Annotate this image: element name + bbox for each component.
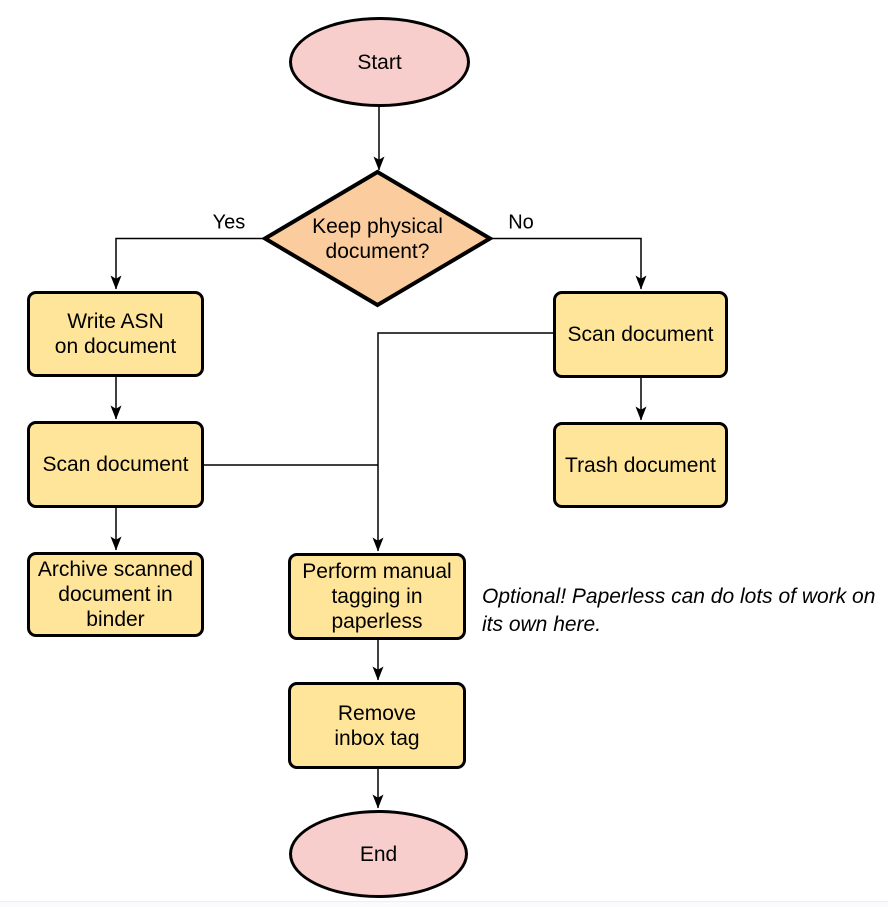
node-trash-label: Trash document bbox=[565, 453, 716, 477]
node-end: End bbox=[289, 810, 468, 898]
decision-diamond-shape bbox=[261, 169, 494, 308]
edge-decision-no-to-scan-right bbox=[490, 237, 647, 290]
node-archive-label-line1: Archive scanned bbox=[37, 558, 194, 581]
node-perform-label-line3: paperless bbox=[331, 610, 423, 633]
edge-scan-right-to-perform-tagging bbox=[372, 332, 553, 552]
annotation-line1: Optional! Paperless can do lots of work … bbox=[482, 585, 876, 608]
edge-label-no: No bbox=[508, 211, 534, 234]
edge-decision-yes-to-write-asn bbox=[110, 237, 265, 290]
node-remove-inbox-tag: Remove inbox tag bbox=[288, 682, 466, 769]
node-archive-label-line2: document in bbox=[58, 583, 173, 606]
node-end-label: End bbox=[359, 842, 398, 866]
node-write-asn-label-line1: Write ASN bbox=[67, 310, 164, 333]
node-perform-label-line2: tagging in bbox=[331, 585, 423, 608]
node-decision-keep-physical-document: Keep physical document? bbox=[265, 172, 490, 305]
annotation-line2: its own here. bbox=[482, 613, 602, 636]
node-decision-label-line1: Keep physical bbox=[312, 214, 443, 238]
node-start: Start bbox=[289, 17, 470, 107]
node-scan-document-left: Scan document bbox=[27, 421, 204, 508]
node-remove-label-line2: inbox tag bbox=[334, 726, 420, 750]
node-perform-manual-tagging: Perform manual tagging in paperless bbox=[288, 553, 466, 640]
node-archive-label-line3: binder bbox=[86, 608, 145, 631]
edge-label-yes: Yes bbox=[212, 211, 246, 234]
node-decision-label-line2: document? bbox=[325, 239, 430, 263]
node-archive-scanned-document: Archive scanned document in binder bbox=[27, 552, 204, 637]
node-start-label: Start bbox=[357, 50, 402, 74]
annotation-optional-note: Optional! Paperless can do lots of work … bbox=[482, 583, 875, 639]
node-write-asn-label-line2: on document bbox=[54, 335, 177, 358]
node-perform-label-line1: Perform manual bbox=[302, 560, 452, 583]
node-scan-right-label: Scan document bbox=[567, 323, 714, 346]
page-bottom-edge bbox=[0, 901, 888, 907]
node-scan-left-label: Scan document bbox=[42, 453, 189, 476]
node-remove-label-line1: Remove bbox=[337, 701, 417, 725]
node-trash-document: Trash document bbox=[553, 422, 728, 508]
node-scan-document-right: Scan document bbox=[553, 291, 728, 378]
node-write-asn-on-document: Write ASN on document bbox=[27, 291, 204, 377]
